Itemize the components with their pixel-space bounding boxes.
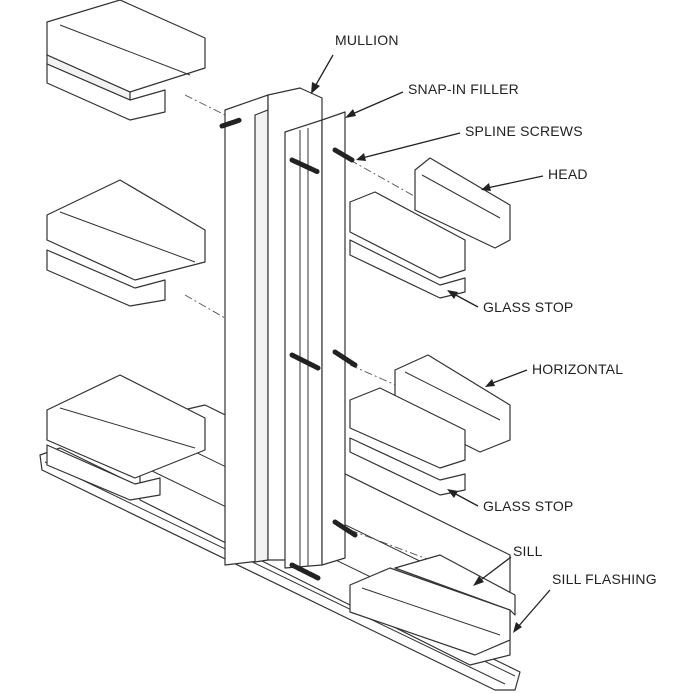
label-glass-stop-upper: GLASS STOP <box>483 299 574 315</box>
spline-screws <box>219 117 358 581</box>
sill-part <box>349 554 516 656</box>
label-mullion: MULLION <box>335 32 399 48</box>
label-snap-in-filler: SNAP-IN FILLER <box>408 81 519 97</box>
horizontal-part <box>349 354 511 496</box>
left-horizontal-part <box>46 179 206 307</box>
label-spline-screws: SPLINE SCREWS <box>465 123 583 139</box>
label-sill-flashing: SILL FLASHING <box>552 571 657 587</box>
label-head: HEAD <box>548 166 588 182</box>
label-glass-stop-lower: GLASS STOP <box>483 498 574 514</box>
mullion-part <box>224 87 346 569</box>
left-head-part <box>46 0 206 121</box>
left-sill-part <box>46 374 206 501</box>
glass-stop-upper-part <box>349 191 466 299</box>
leader-arrows <box>311 54 551 633</box>
label-horizontal: HORIZONTAL <box>532 361 624 377</box>
label-sill: SILL <box>513 543 543 559</box>
head-part <box>414 157 511 249</box>
